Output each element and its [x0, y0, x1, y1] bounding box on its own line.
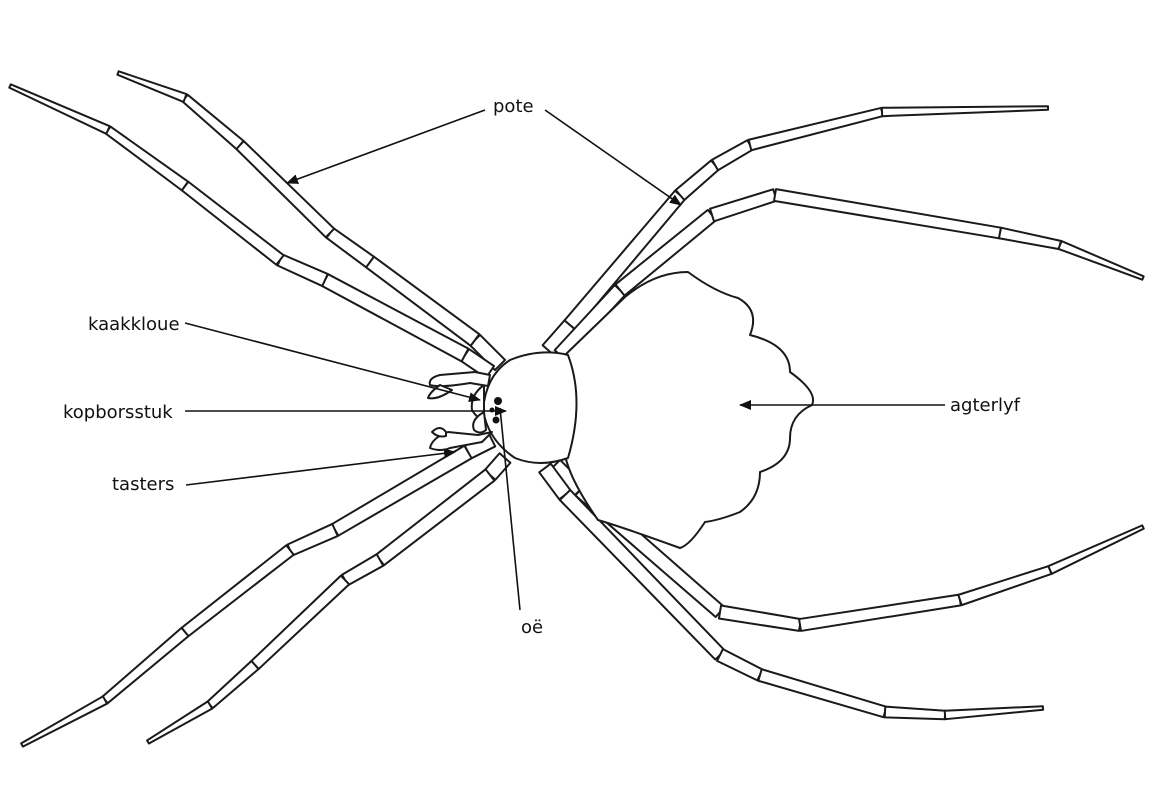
leg-right-1-segment: [747, 106, 885, 152]
leg-left-4-segment: [483, 452, 512, 481]
leg-right-4-segment: [716, 648, 764, 682]
leg-right-3-segment: [717, 604, 802, 632]
abdomen-shape: [564, 271, 814, 549]
pedipalp-bottom-tip: [431, 427, 447, 438]
leg-left-4: [146, 452, 512, 745]
leg-left-1-segment: [325, 227, 375, 269]
leg-right-4-segment: [943, 705, 1045, 721]
leg-left-4-segment: [250, 574, 351, 670]
leg-right-1-segment: [563, 189, 687, 331]
leg-left-3-segment: [180, 544, 295, 638]
leg-right-1-segment: [880, 105, 1050, 118]
leg-right-2: [553, 188, 1145, 361]
leg-left-4-segment: [341, 553, 385, 587]
leg-left-2-segment: [104, 125, 190, 192]
leg-right-1-segment: [674, 159, 720, 202]
leg-left-4-segment: [374, 468, 496, 567]
leg-left-3: [20, 432, 497, 748]
leg-right-2-segment: [1057, 240, 1145, 281]
cephalothorax-shape: [482, 351, 578, 464]
label-pedipalps: tasters: [112, 474, 174, 495]
leg-right-4: [538, 462, 1045, 721]
leg-left-1-segment: [235, 140, 336, 239]
leg-left-2-segment: [8, 83, 111, 135]
leg-left-1-segment: [116, 70, 188, 103]
leg-left-2: [8, 83, 496, 379]
eye-bottom: [492, 416, 500, 424]
leg-left-4-segment: [206, 659, 260, 710]
leader-chelicerae: [184, 322, 481, 403]
label-legs: pote: [493, 96, 534, 117]
eye-top: [494, 397, 502, 405]
leg-right-3-segment: [798, 593, 962, 632]
leg-left-3-segment: [286, 522, 339, 557]
label-chelicerae: kaakkloue: [88, 314, 180, 335]
leader-legs-right: [544, 109, 682, 206]
label-abdomen: agterlyf: [950, 395, 1021, 416]
labels: pote kaakkloue kopborsstuk tasters oë ag…: [63, 96, 1021, 638]
leg-left-2-segment: [180, 180, 285, 266]
spider-legs: [8, 70, 1145, 748]
leg-right-4-segment: [757, 668, 888, 719]
leg-left-3-segment: [101, 626, 190, 705]
leg-right-3-segment: [1047, 524, 1145, 575]
label-eyes: oë: [521, 617, 543, 638]
leg-right-3-segment: [957, 565, 1053, 607]
leg-left-1: [116, 70, 507, 372]
leg-right-2-segment: [709, 188, 778, 223]
leg-right-1-segment: [711, 139, 754, 172]
leg-left-2-segment: [276, 253, 329, 288]
leg-right-2-segment: [773, 188, 1002, 240]
leader-lines: [184, 109, 945, 611]
chelicera-bottom: [472, 411, 487, 434]
leg-left-4-segment: [146, 700, 214, 745]
pedipalp-top-tip: [427, 384, 453, 400]
spider-body: [427, 271, 814, 549]
leg-right-1: [541, 105, 1050, 356]
leg-right-4-segment: [883, 705, 947, 721]
leader-eyes: [499, 407, 521, 611]
leg-right-2-segment: [997, 226, 1062, 251]
leg-right-2-segment: [614, 208, 718, 297]
pedipalp-top: [428, 371, 491, 388]
leg-left-3-segment: [20, 695, 109, 748]
leader-legs-left: [286, 109, 486, 184]
label-cephalothorax: kopborsstuk: [63, 402, 173, 423]
leader-pedipalps: [185, 448, 456, 486]
leg-left-1-segment: [181, 93, 245, 151]
